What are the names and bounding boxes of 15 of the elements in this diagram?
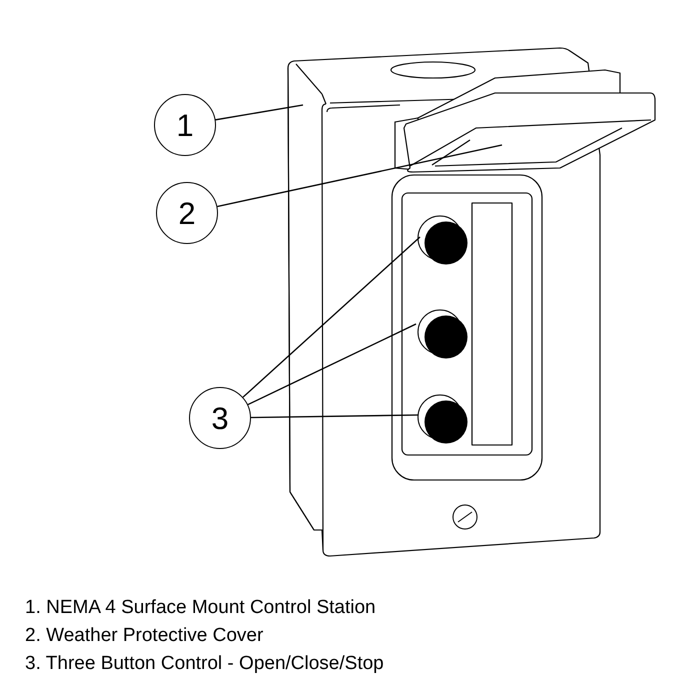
callout-number: 1	[176, 110, 194, 140]
leader-line	[217, 144, 502, 208]
push-button	[418, 310, 468, 358]
push-button	[418, 394, 468, 444]
legend-note: 1. NEMA 4 Surface Mount Control Station	[25, 597, 376, 619]
leader-line	[250, 414, 418, 418]
callout-number: 2	[178, 198, 196, 228]
leader-line	[215, 104, 304, 120]
push-button	[418, 216, 468, 264]
legend-note: 3. Three Button Control - Open/Close/Stop	[25, 653, 384, 675]
protective-cover-drawing	[394, 69, 656, 173]
leader-line	[242, 236, 420, 398]
legend-note: 2. Weather Protective Cover	[25, 625, 264, 647]
leader-line	[248, 323, 416, 406]
callout-number: 3	[211, 402, 229, 434]
